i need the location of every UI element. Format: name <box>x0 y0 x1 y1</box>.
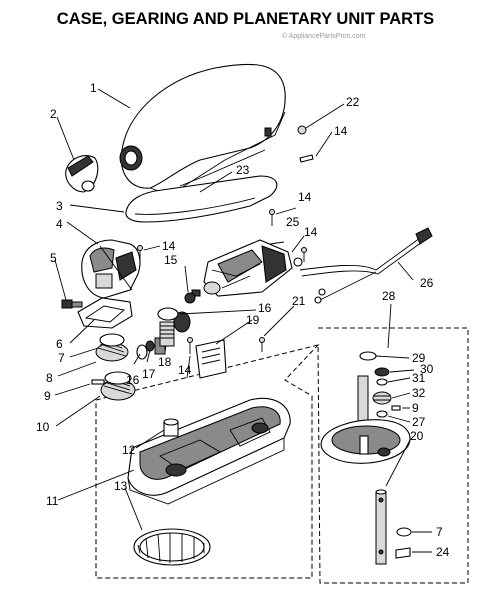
belt-band-icon <box>125 175 278 223</box>
planetary-assembly-box <box>317 327 469 584</box>
callout-7: 7 <box>58 351 65 365</box>
callout-20: 20 <box>410 429 424 443</box>
callout-5: 5 <box>50 251 57 265</box>
callout-16a: 16 <box>258 301 272 315</box>
callout-14c: 14 <box>162 239 176 253</box>
callout-9b: 9 <box>412 401 419 415</box>
callout-24: 24 <box>436 545 450 559</box>
callout-15: 15 <box>164 253 178 267</box>
callout-29: 29 <box>412 351 426 365</box>
callout-2: 2 <box>50 107 57 121</box>
screw-14-lower-icon <box>187 337 193 354</box>
callout-31: 31 <box>412 371 426 385</box>
callout-14e: 14 <box>178 363 192 377</box>
base-assembly-box <box>95 344 320 579</box>
page-title: CASE, GEARING AND PLANETARY UNIT PARTS <box>57 10 434 28</box>
callout-14d: 14 <box>304 225 318 239</box>
beater-shaft-icon <box>375 489 412 565</box>
callout-6: 6 <box>56 337 63 351</box>
coupling-16-icon <box>157 307 179 321</box>
callout-13: 13 <box>114 479 128 493</box>
fitting-5-icon <box>61 299 83 309</box>
callout-8: 8 <box>46 371 53 385</box>
callout-21: 21 <box>292 294 306 308</box>
callout-9: 9 <box>44 389 51 403</box>
callout-27: 27 <box>412 415 426 429</box>
gasket-plate-icon <box>77 297 133 329</box>
callout-18: 18 <box>158 355 172 369</box>
callout-28: 28 <box>382 289 396 303</box>
bevel-gear-18-icon <box>159 311 191 347</box>
screw-14-top-icon <box>299 154 314 163</box>
callout-12: 12 <box>122 443 136 457</box>
control-plate-icon <box>195 339 227 379</box>
planetary-unit-icon <box>320 351 411 464</box>
callout-16b: 16 <box>126 373 140 387</box>
leader-lines <box>54 88 432 553</box>
callout-25: 25 <box>286 215 300 229</box>
callout-7b: 7 <box>436 525 443 539</box>
callout-3: 3 <box>56 199 63 213</box>
gear-housing-icon <box>81 239 141 299</box>
callout-23: 23 <box>236 163 250 177</box>
callout-17: 17 <box>142 367 156 381</box>
bushing-12-icon <box>163 418 179 437</box>
gearcase-base-icon <box>127 397 291 505</box>
callout-32: 32 <box>412 386 426 400</box>
power-cord-icon <box>293 227 433 304</box>
screw-14-motor-icon <box>301 247 307 262</box>
callout-30: 30 <box>420 362 434 376</box>
callout-11: 11 <box>46 494 59 508</box>
callout-26: 26 <box>420 276 434 290</box>
motor-icon <box>191 239 293 297</box>
motor-housing-icon <box>119 63 286 196</box>
callout-1: 1 <box>90 81 97 95</box>
callout-22: 22 <box>346 95 360 109</box>
front-cover-icon <box>65 155 99 193</box>
callout-14b: 14 <box>298 190 312 204</box>
callout-19: 19 <box>246 313 260 327</box>
screw-21-icon <box>259 337 265 352</box>
callout-10: 10 <box>36 420 50 434</box>
worm-gear-icon <box>91 333 136 401</box>
screw-14-mid-icon <box>137 245 143 262</box>
watermark: © AppliancePartsPros.com <box>282 32 366 40</box>
callout-labels: 1 2 3 4 5 6 7 8 9 10 11 12 13 14 14 14 1… <box>36 81 450 559</box>
callout-4: 4 <box>56 217 63 231</box>
bushing-15-icon <box>184 292 196 304</box>
screw-14-upper-icon <box>269 209 275 226</box>
callout-14a: 14 <box>334 124 348 138</box>
ring-gear-icon <box>133 528 211 566</box>
screw-22-icon <box>297 125 307 135</box>
